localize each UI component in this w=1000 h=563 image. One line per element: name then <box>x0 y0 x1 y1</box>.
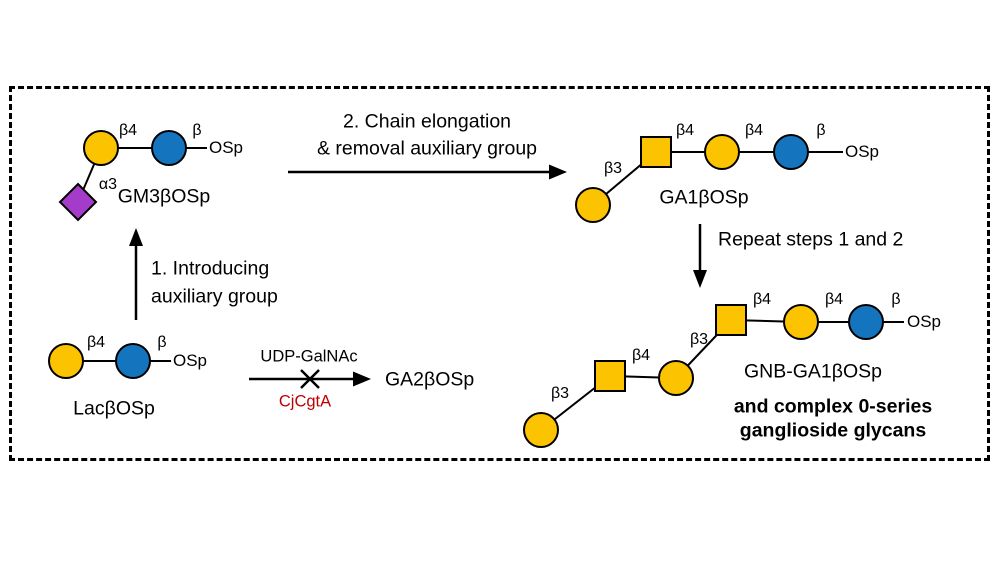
lac-linkage-b: β <box>157 334 167 351</box>
lac-linkage-b4: β4 <box>86 334 106 351</box>
gnb-osp-label: OSp <box>906 312 942 331</box>
ga2-enzyme-label: CjCgtA <box>278 392 332 411</box>
blocked-reaction-cross-icon <box>300 369 320 389</box>
ga1-terminal-galactose-circle-icon <box>575 187 611 223</box>
gm3-linkage-b4: β4 <box>118 122 138 139</box>
lac-osp-label: OSp <box>172 351 208 370</box>
step2-caption-line1: 2. Chain elongation <box>342 110 512 133</box>
gnb-galactose2-circle-icon <box>658 360 694 396</box>
ga1-galactose-circle-icon <box>704 134 740 170</box>
diagram-frame <box>9 86 990 461</box>
gnb-note-line2: ganglioside glycans <box>739 419 927 442</box>
lac-galactose-circle-icon <box>48 343 84 379</box>
ga2-structure-name: GA2βOSp <box>385 368 475 391</box>
gnb-linkage-b3-1: β3 <box>550 385 570 402</box>
gm3-linkage-a3: α3 <box>98 176 118 193</box>
gnb-linkage-b: β <box>891 291 901 308</box>
gm3-galactose-circle-icon <box>83 130 119 166</box>
gnb-note-line1: and complex 0-series <box>733 395 933 418</box>
ga2-arrow-head <box>353 371 371 387</box>
gnb-galactose3-circle-icon <box>783 304 819 340</box>
ga1-linkage-b4-2: β4 <box>744 122 764 139</box>
step1-caption-line1: 1. Introducing <box>151 257 270 280</box>
ga1-linkage-b: β <box>816 122 826 139</box>
gnb-galnac1-square-icon <box>594 360 626 392</box>
ga1-glucose-circle-icon <box>773 134 809 170</box>
gm3-linkage-b: β <box>192 122 202 139</box>
gnb-linkage-b4-3: β4 <box>824 291 844 308</box>
gnb-linkage-b4-2: β4 <box>752 291 772 308</box>
gm3-sialic-acid-diamond-icon <box>58 182 98 222</box>
step2-caption-line2: & removal auxiliary group <box>316 137 538 160</box>
repeat-arrow-head <box>693 270 707 288</box>
gnb-glucose-circle-icon <box>848 304 884 340</box>
step2-arrow-head <box>549 164 567 180</box>
gnb-linkage-b4-1: β4 <box>631 347 651 364</box>
gm3-osp-label: OSp <box>208 138 244 157</box>
ga1-linkage-b3: β3 <box>603 160 623 177</box>
gnb-linkage-b3-2: β3 <box>689 331 709 348</box>
repeat-caption: Repeat steps 1 and 2 <box>718 228 904 251</box>
gm3-glucose-circle-icon <box>151 130 187 166</box>
gnb-structure-name: GNB-GA1βOSp <box>743 360 883 383</box>
ga1-linkage-b4-1: β4 <box>675 122 695 139</box>
step1-arrow-head <box>129 228 143 246</box>
gnb-terminal-galactose-circle-icon <box>523 412 559 448</box>
gm3-structure-name: GM3βOSp <box>117 185 211 208</box>
step1-caption-line2: auxiliary group <box>151 285 278 308</box>
ga1-galnac-square-icon <box>640 136 672 168</box>
ga1-structure-name: GA1βOSp <box>659 186 749 209</box>
gnb-galnac2-square-icon <box>715 304 747 336</box>
lac-glucose-circle-icon <box>115 343 151 379</box>
ga2-reagent-label: UDP-GalNAc <box>260 347 358 366</box>
ga1-osp-label: OSp <box>844 142 880 161</box>
lac-structure-name: LacβOSp <box>73 397 155 420</box>
